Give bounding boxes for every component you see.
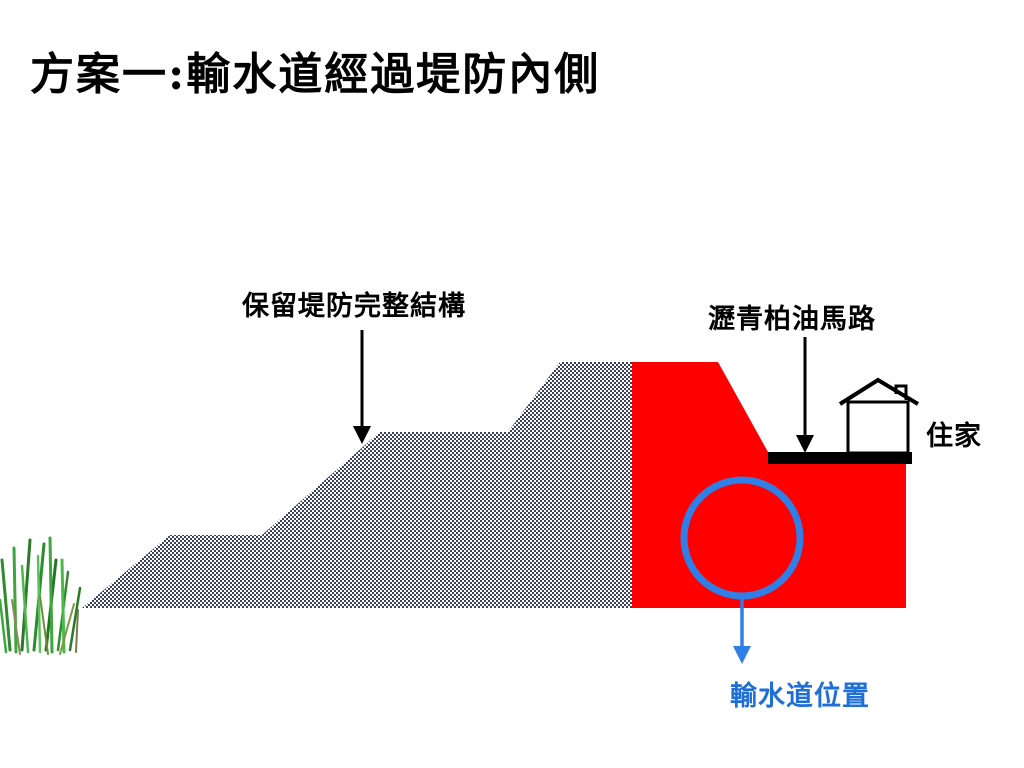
- house-icon: [838, 377, 920, 455]
- embankment-label: 保留堤防完整結構: [242, 291, 466, 322]
- pipe-label: 輸水道位置: [730, 681, 870, 712]
- house-label: 住家: [926, 421, 982, 452]
- water-pipe-circle: [680, 476, 804, 600]
- asphalt-road: [768, 452, 912, 464]
- arrow-down-icon: [353, 330, 371, 444]
- embankment-body: [82, 362, 632, 608]
- road-label: 瀝青柏油馬路: [708, 304, 876, 335]
- slide-title: 方案一:輸水道經過堤防內側: [30, 49, 601, 100]
- arrow-down-icon: [796, 337, 814, 453]
- grass-icon: [0, 536, 82, 655]
- arrow-down-icon: [733, 598, 751, 664]
